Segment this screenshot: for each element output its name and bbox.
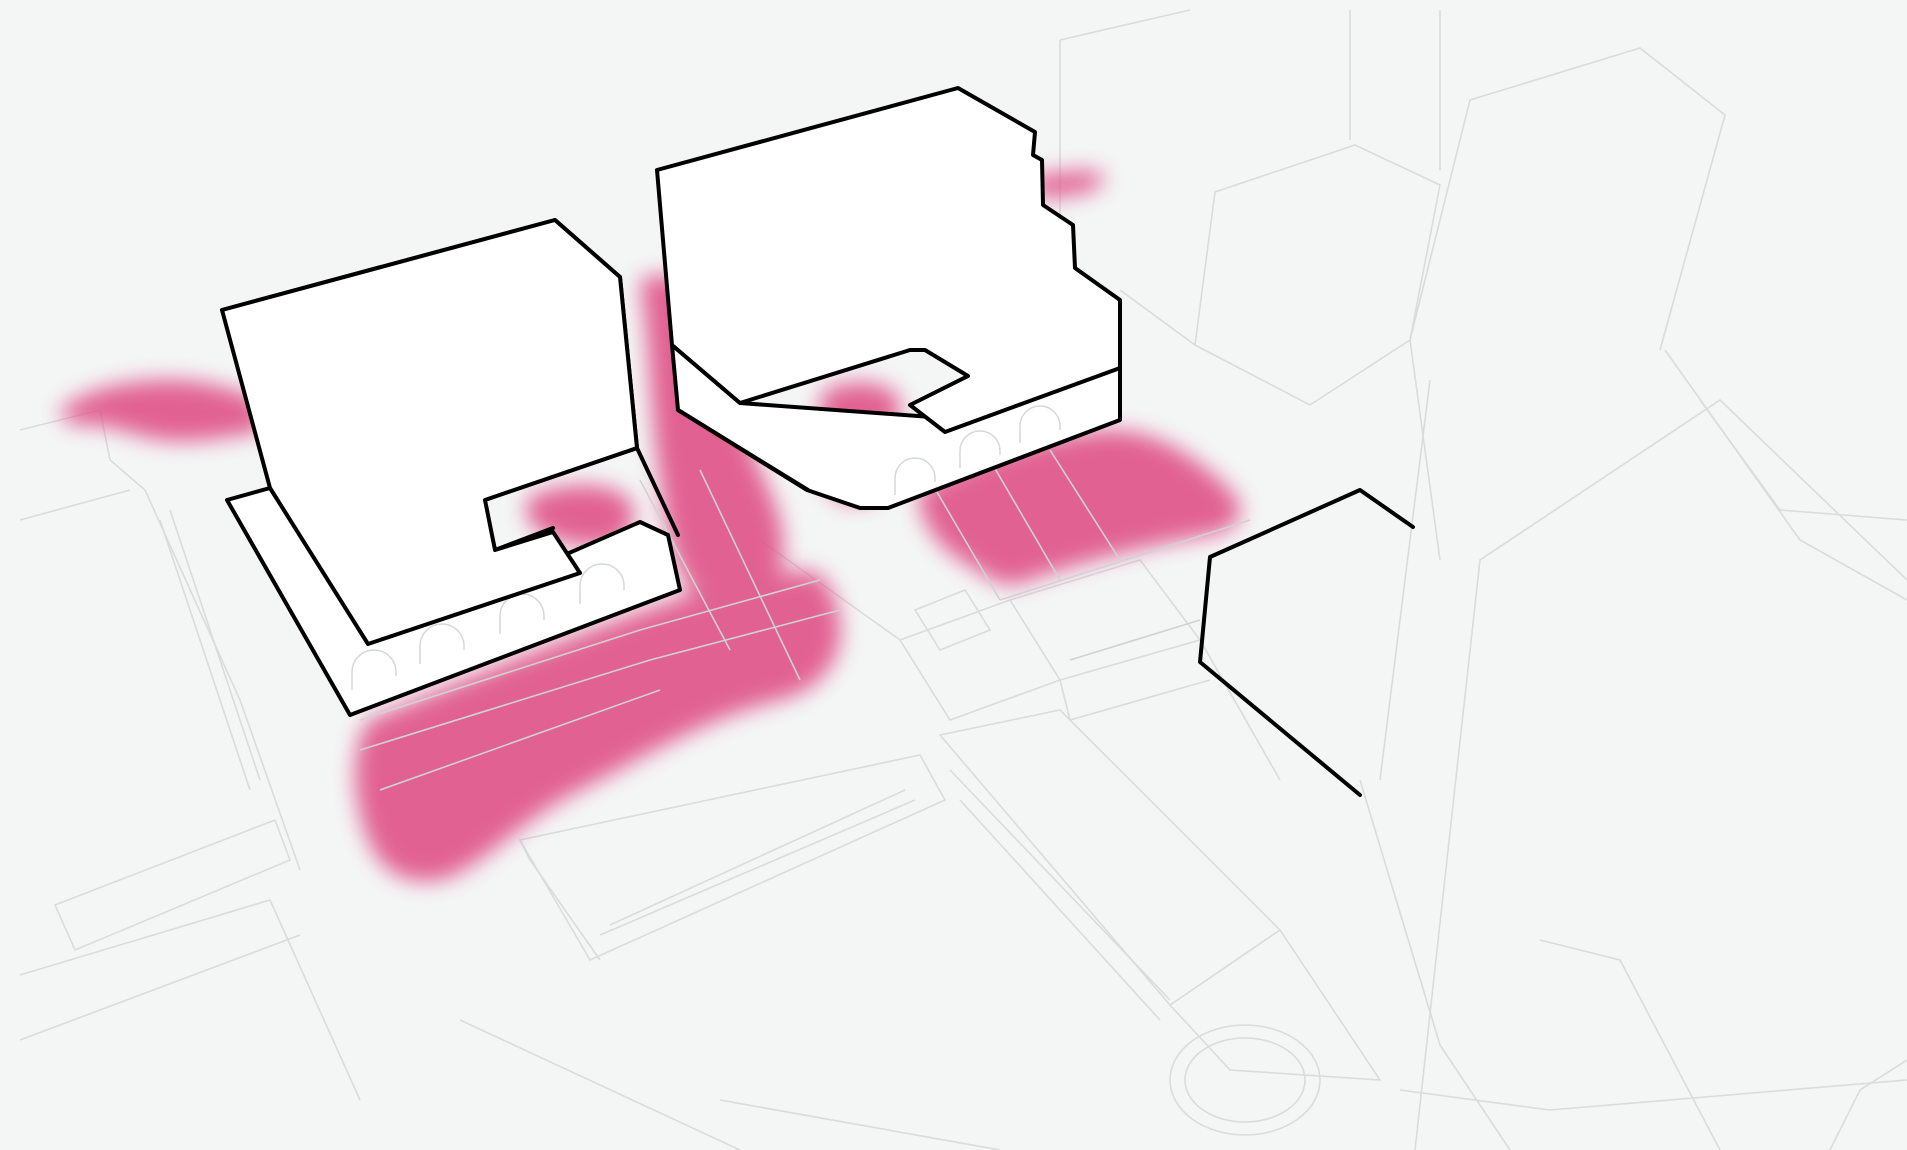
context-edge — [1060, 640, 1280, 780]
context-edge — [720, 1100, 1000, 1150]
context-edge — [1060, 10, 1190, 40]
highlight-area-upper-left — [60, 380, 265, 441]
context-edge — [1540, 940, 1720, 1150]
context-edge — [1070, 620, 1200, 660]
context-block-mid-right — [1195, 145, 1440, 405]
context-edge — [20, 900, 360, 1100]
context-tower-top-right — [1410, 48, 1725, 350]
context-edge — [960, 800, 1160, 1020]
context-edge — [1380, 380, 1430, 780]
context-edge — [1665, 350, 1907, 600]
context-edge — [1700, 400, 1907, 520]
context-rotunda-inner — [1185, 1038, 1305, 1122]
proposed-building-right — [1200, 490, 1413, 795]
context-station-hall — [940, 710, 1280, 1005]
context-edge — [1060, 680, 1210, 720]
context-kiosk — [900, 600, 1060, 720]
context-edge — [20, 490, 130, 520]
context-edge — [520, 840, 600, 960]
context-block-lower-left — [55, 820, 290, 950]
building-center-volume — [657, 88, 1120, 432]
context-edge — [610, 790, 905, 925]
context-edge — [170, 510, 260, 780]
context-edge — [20, 935, 300, 1040]
context-edge — [160, 520, 250, 790]
context-rotunda — [1170, 1025, 1320, 1135]
context-edge — [1830, 1060, 1907, 1150]
building-right-outline — [1200, 490, 1413, 795]
context-kiosk-roof — [915, 590, 990, 650]
context-edge — [600, 800, 915, 935]
context-edge — [1170, 930, 1380, 1080]
context-edge — [460, 1020, 740, 1150]
context-edge — [1400, 1080, 1907, 1110]
context-edge — [1120, 290, 1195, 345]
context-edge — [950, 770, 1170, 1000]
